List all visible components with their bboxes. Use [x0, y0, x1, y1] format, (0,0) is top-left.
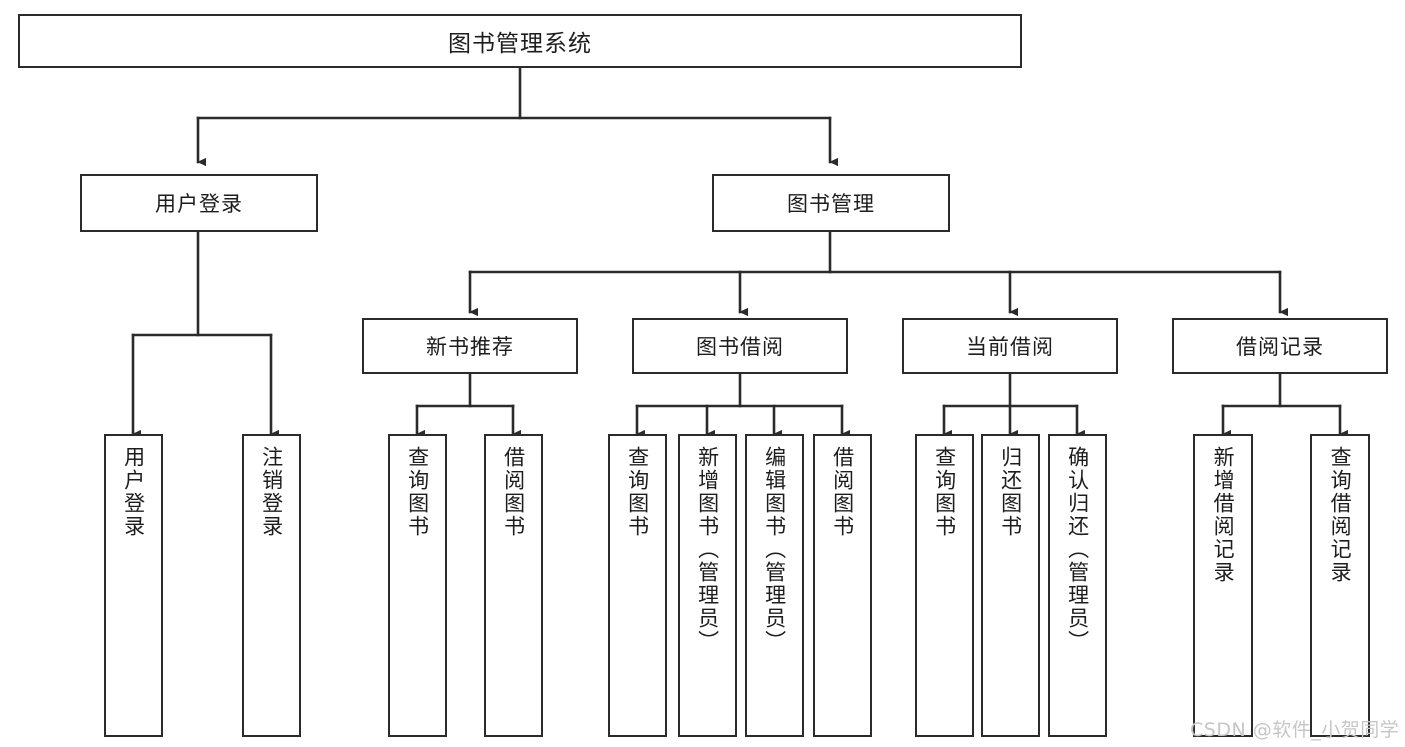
node-label: 借阅图书: [501, 446, 526, 538]
node-current-borrow[interactable]: 当前借阅: [902, 318, 1118, 374]
node-label: 新增借阅记录: [1211, 446, 1236, 584]
node-label: 用户登录: [121, 446, 146, 538]
node-label: 归还图书: [998, 446, 1023, 538]
node-label: 当前借阅: [966, 335, 1054, 359]
leaf-query-book-borrow[interactable]: 查询图书: [608, 434, 667, 737]
node-new-book-recommend[interactable]: 新书推荐: [362, 318, 578, 374]
node-label: 编辑图书（管理员）: [762, 446, 787, 653]
node-label: 注销登录: [259, 446, 284, 538]
node-label: 图书管理系统: [448, 31, 592, 57]
leaf-query-book-current[interactable]: 查询图书: [915, 434, 974, 737]
node-user-login[interactable]: 用户登录: [80, 174, 318, 232]
node-label: 查询图书: [625, 446, 650, 538]
leaf-borrow-book-borrow[interactable]: 借阅图书: [813, 434, 872, 737]
leaf-logout-login[interactable]: 注销登录: [242, 434, 301, 737]
leaf-borrow-book-new-recommend[interactable]: 借阅图书: [484, 434, 543, 737]
leaf-add-book-admin[interactable]: 新增图书（管理员）: [678, 434, 737, 737]
node-label: 用户登录: [155, 192, 243, 216]
node-book-management[interactable]: 图书管理: [712, 174, 950, 232]
node-label: 图书管理: [787, 192, 875, 216]
node-label: 借阅图书: [830, 446, 855, 538]
leaf-query-borrow-record[interactable]: 查询借阅记录: [1310, 434, 1370, 737]
node-label: 查询借阅记录: [1328, 446, 1353, 584]
leaf-user-login[interactable]: 用户登录: [104, 434, 163, 737]
node-label: 新增图书（管理员）: [695, 446, 720, 653]
leaf-edit-book-admin[interactable]: 编辑图书（管理员）: [745, 434, 804, 737]
node-label: 查询图书: [405, 446, 430, 538]
node-book-management-system[interactable]: 图书管理系统: [18, 14, 1022, 68]
node-label: 确认归还（管理员）: [1065, 446, 1090, 653]
leaf-confirm-return-admin[interactable]: 确认归还（管理员）: [1048, 434, 1107, 737]
csdn-watermark: CSDN @软件_小贺同学: [1190, 719, 1400, 741]
leaf-add-borrow-record[interactable]: 新增借阅记录: [1193, 434, 1253, 737]
node-book-borrow[interactable]: 图书借阅: [632, 318, 848, 374]
node-label: 查询图书: [932, 446, 957, 538]
node-label: 新书推荐: [426, 335, 514, 359]
leaf-return-book[interactable]: 归还图书: [981, 434, 1040, 737]
node-borrow-record[interactable]: 借阅记录: [1172, 318, 1388, 374]
node-label: 借阅记录: [1236, 335, 1324, 359]
node-label: 图书借阅: [696, 335, 784, 359]
leaf-query-book-new-recommend[interactable]: 查询图书: [388, 434, 447, 737]
